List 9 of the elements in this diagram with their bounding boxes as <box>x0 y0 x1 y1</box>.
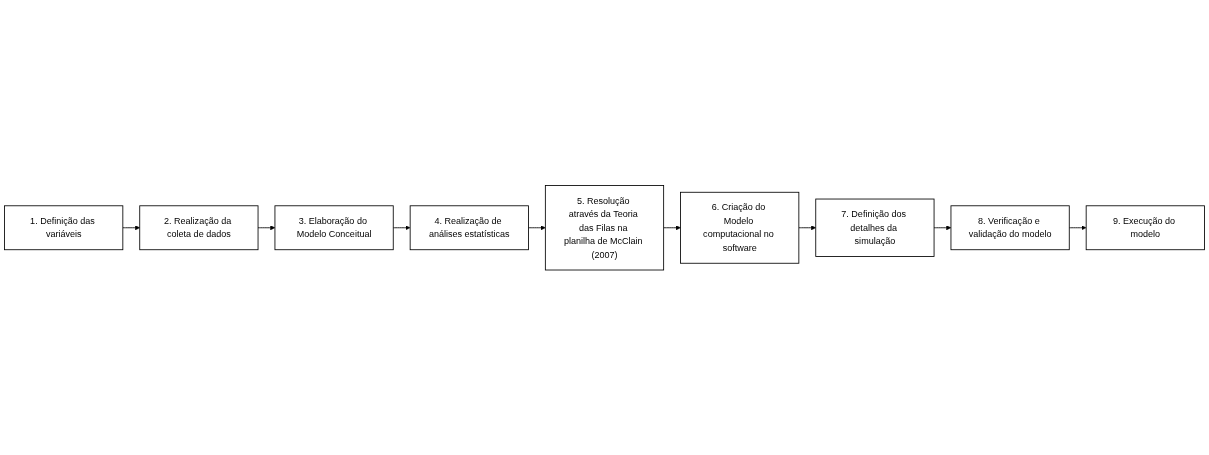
node-box: 4. Realização de análises estatísticas <box>409 205 529 250</box>
node-box: 3. Elaboração do Modelo Conceitual <box>274 205 394 250</box>
node-box: 8. Verificação e validação do modelo <box>950 205 1070 250</box>
node-box: 2. Realização da coleta de dados <box>139 205 259 250</box>
node-box: 9. Execução do modelo <box>1085 205 1205 250</box>
node-box: 5. Resolução através da Teoria das Filas na planilha de McClain (2007) <box>544 184 665 271</box>
node-box: 6. Criação do Modelo computacional no software <box>680 191 800 264</box>
node-box: 7. Definição dos detalhes da simulação <box>815 198 935 257</box>
node-box: 1. Definição das variáveis <box>4 205 124 250</box>
